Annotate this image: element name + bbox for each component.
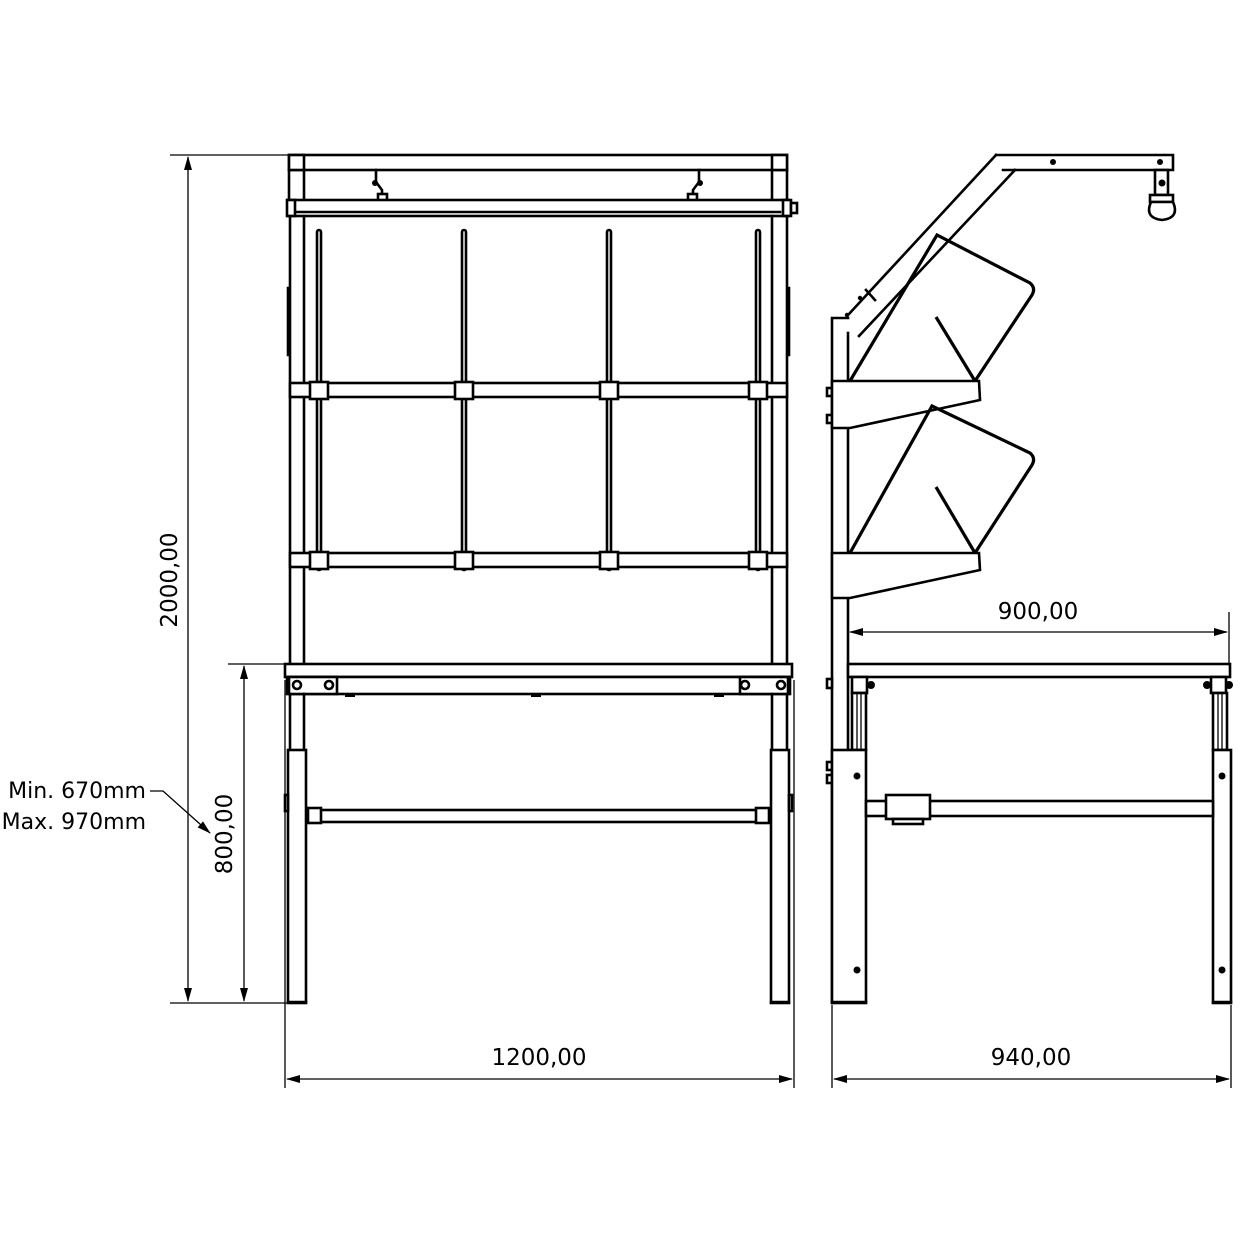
front-uprights — [286, 214, 791, 668]
front-view — [283, 153, 799, 1005]
side-shelf-lower — [830, 403, 1036, 600]
side-depth-total-label: 940,00 — [991, 1045, 1071, 1071]
dimension-front-width: 1200,00 — [284, 680, 795, 1088]
dimension-side-depth-table: 900,00 — [849, 599, 1230, 664]
side-depth-table-label: 900,00 — [998, 599, 1078, 625]
side-shelf-upper — [830, 232, 1036, 430]
side-view — [825, 153, 1233, 1005]
lamp-arm — [844, 153, 1177, 338]
height-adjust-note: Min. 670mm Max. 970mm — [2, 779, 211, 835]
height-max-note: Max. 970mm — [2, 810, 146, 835]
side-table-top — [846, 662, 1233, 752]
front-top-frame — [285, 153, 799, 218]
dimension-total-height: 2000,00 — [157, 154, 289, 1004]
side-legs — [830, 748, 1233, 1005]
table-height-label: 800,00 — [212, 794, 238, 874]
height-min-note: Min. 670mm — [8, 779, 146, 804]
total-height-label: 2000,00 — [157, 532, 183, 627]
shelf-vertical-rods — [315, 228, 762, 572]
front-width-label: 1200,00 — [491, 1045, 586, 1071]
front-legs — [283, 692, 794, 1005]
dimension-table-height: 800,00 — [212, 663, 285, 1002]
shelf-cross-bars — [288, 380, 789, 571]
front-table-top — [283, 662, 794, 697]
dimension-side-depth-total: 940,00 — [831, 1005, 1232, 1088]
